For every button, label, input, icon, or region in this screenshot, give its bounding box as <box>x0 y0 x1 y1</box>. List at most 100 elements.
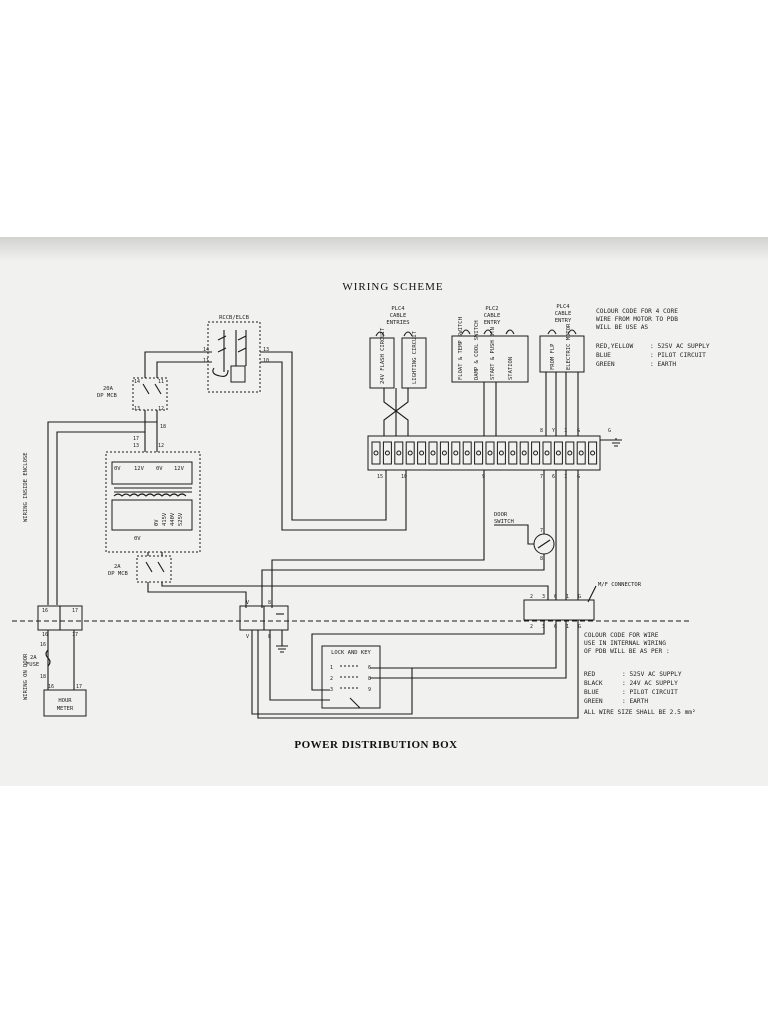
terminal-screw <box>590 450 596 456</box>
svg-text:V: V <box>246 600 249 606</box>
terminal-cell <box>405 441 415 465</box>
svg-text:G: G <box>578 594 581 600</box>
svg-text:CABLE: CABLE <box>555 311 572 317</box>
svg-text:FLOAT & TEMP SWITCH: FLOAT & TEMP SWITCH <box>458 317 464 380</box>
middle-terminal-block: V 8 V 8 <box>239 600 289 640</box>
svg-text:STATION: STATION <box>508 357 514 380</box>
hour-meter: 16 17 HOUR METER <box>43 684 87 717</box>
terminal-screw <box>578 450 584 456</box>
svg-text:CABLE: CABLE <box>390 313 407 319</box>
svg-text:V: V <box>246 634 249 640</box>
svg-text:15: 15 <box>377 474 383 480</box>
svg-text:SWITCH: SWITCH <box>494 519 514 525</box>
svg-text:6: 6 <box>552 474 555 480</box>
terminal-cell <box>394 441 404 465</box>
terminal-screw <box>464 450 470 456</box>
terminal-cell <box>588 441 598 465</box>
terminal-cell <box>565 441 575 465</box>
svg-text:17: 17 <box>72 632 78 638</box>
svg-text:18: 18 <box>160 424 166 430</box>
svg-text:: 24V AC SUPPLY: : 24V AC SUPPLY <box>622 680 678 687</box>
svg-text:: EARTH: : EARTH <box>650 361 676 368</box>
side-label-inside: WIRING INSIDE ENCLOSE <box>23 452 29 522</box>
svg-text:24V FLASH CIRCUIT: 24V FLASH CIRCUIT <box>380 327 386 384</box>
terminal-cell <box>371 441 381 465</box>
terminal-cell <box>451 441 461 465</box>
internal-colour-note: COLOUR CODE FOR WIRE USE IN INTERNAL WIR… <box>584 632 696 716</box>
svg-text:1: 1 <box>330 665 333 671</box>
terminal-strip: 15 10 9 7 6 1 G 8 Y 1 G G <box>367 428 611 480</box>
svg-text:: PILOT CIRCUIT: : PILOT CIRCUIT <box>622 689 678 696</box>
svg-text:3: 3 <box>330 687 333 693</box>
svg-text:DOOR: DOOR <box>494 512 508 518</box>
lock-and-key: LOCK AND KEY 1 2 3 6 8 9 <box>321 645 381 709</box>
svg-text:USE IN INTERNAL WIRING: USE IN INTERNAL WIRING <box>584 640 666 647</box>
svg-text:ALL WIRE SIZE SHALL BE 2.5 mm²: ALL WIRE SIZE SHALL BE 2.5 mm² <box>584 709 696 716</box>
svg-text:2A: 2A <box>30 655 37 661</box>
svg-text:3: 3 <box>542 594 545 600</box>
svg-text:12: 12 <box>158 443 164 449</box>
svg-text:16: 16 <box>42 632 48 638</box>
rccb: RCCB/ELCB 14 11 13 10 <box>203 315 269 393</box>
svg-text:0V: 0V <box>156 466 163 472</box>
svg-text:: EARTH: : EARTH <box>622 698 648 705</box>
svg-text:12V: 12V <box>134 466 145 472</box>
svg-text:2: 2 <box>530 594 533 600</box>
diagram-title: WIRING SCHEME <box>342 281 443 293</box>
mcb-2a: 2A DP MCB <box>108 555 172 583</box>
svg-text:GREEN: GREEN <box>584 698 603 705</box>
svg-text:RED,YELLOW: RED,YELLOW <box>596 343 634 350</box>
terminal-cell <box>496 441 506 465</box>
transformer: 0V 12V 0V 12V 0V 415V 440V 525V 0V <box>105 451 201 553</box>
terminal-screw <box>498 450 504 456</box>
plc2-cable-entry: PLC2 CABLE ENTRY FLOAT & TEMP SWITCH DAM… <box>451 306 529 383</box>
svg-text:DP MCB: DP MCB <box>97 393 118 399</box>
svg-text:BLUE: BLUE <box>584 689 599 696</box>
svg-text:0V: 0V <box>154 519 160 526</box>
terminal-screw <box>487 450 493 456</box>
plc4-cable-entries: PLC4 CABLE ENTRIES 24V FLASH CIRCUIT LIG… <box>369 306 427 389</box>
terminal-screw <box>373 450 379 456</box>
svg-text:G: G <box>608 428 611 434</box>
motor-colour-note: COLOUR CODE FOR 4 CORE WIRE FROM MOTOR T… <box>596 308 710 368</box>
terminal-cell <box>553 441 563 465</box>
svg-text:17: 17 <box>133 436 139 442</box>
terminal-screw <box>476 450 482 456</box>
svg-text:8: 8 <box>268 600 271 606</box>
terminal-screw <box>384 450 390 456</box>
terminal-screw <box>419 450 425 456</box>
svg-text:0V: 0V <box>114 466 121 472</box>
svg-text:: PILOT CIRCUIT: : PILOT CIRCUIT <box>650 352 706 359</box>
svg-text:PLC2: PLC2 <box>485 306 498 312</box>
svg-text:8: 8 <box>368 676 371 682</box>
svg-text:DAMP & COOL SWITCH: DAMP & COOL SWITCH <box>474 320 480 380</box>
svg-text:LOCK AND KEY: LOCK AND KEY <box>331 650 371 656</box>
svg-text:13: 13 <box>133 443 139 449</box>
diagram-caption: POWER DISTRIBUTION BOX <box>294 739 457 751</box>
svg-text:ENTRY: ENTRY <box>555 318 572 324</box>
svg-text:1: 1 <box>566 624 569 630</box>
svg-text:ENTRIES: ENTRIES <box>386 320 409 326</box>
terminal-screw <box>567 450 573 456</box>
svg-text:14: 14 <box>203 347 209 353</box>
terminal-screw <box>555 450 561 456</box>
terminal-cell <box>542 441 552 465</box>
terminal-screw <box>521 450 527 456</box>
terminal-cell <box>428 441 438 465</box>
terminal-cell <box>485 441 495 465</box>
fuse: 2A FUSE 16 18 <box>26 642 51 680</box>
svg-text:METER: METER <box>57 706 74 712</box>
terminal-screw <box>453 450 459 456</box>
svg-text:10: 10 <box>401 474 407 480</box>
door-terminal-block: 16 17 16 17 <box>37 605 83 638</box>
svg-text:13: 13 <box>263 347 269 353</box>
svg-text:16: 16 <box>42 608 48 614</box>
terminal-cell <box>576 441 586 465</box>
terminal-cell <box>382 441 392 465</box>
svg-text:1: 1 <box>566 594 569 600</box>
svg-text:525V: 525V <box>178 512 184 526</box>
svg-text:0V: 0V <box>134 536 141 542</box>
svg-text:20A: 20A <box>103 386 114 392</box>
svg-text:17: 17 <box>76 684 82 690</box>
svg-text:440V: 440V <box>170 512 176 526</box>
